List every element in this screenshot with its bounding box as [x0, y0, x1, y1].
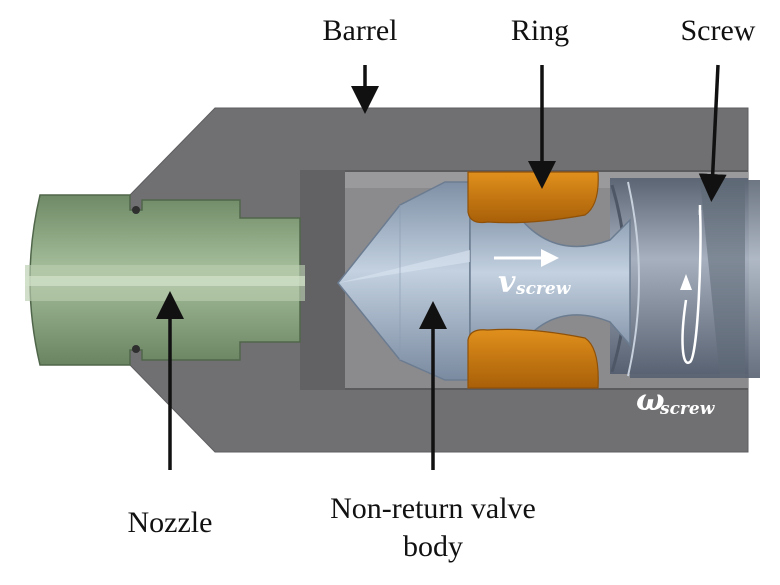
nozzle [25, 194, 305, 366]
ring-label: Ring [511, 14, 569, 47]
pointer-arrows [156, 64, 727, 470]
v-screw-indicator: v screw [494, 249, 572, 300]
v-screw-symbol: v [498, 265, 516, 300]
screw-pointer [698, 64, 727, 202]
omega-screw-indicator: ω screw [636, 205, 716, 419]
screw [610, 178, 760, 378]
non-return-valve-body [337, 181, 631, 381]
v-screw-subscript: screw [515, 279, 572, 299]
screw-label: Screw [681, 14, 756, 47]
nozzle-label: Nozzle [128, 506, 213, 539]
omega-screw-subscript: screw [659, 399, 716, 419]
barrel-label: Barrel [323, 14, 398, 47]
ring [467, 171, 599, 389]
omega-screw-symbol: ω [636, 383, 665, 418]
valve-label-line2: body [403, 530, 463, 563]
valve-label-line1: Non-return valve [330, 492, 536, 525]
